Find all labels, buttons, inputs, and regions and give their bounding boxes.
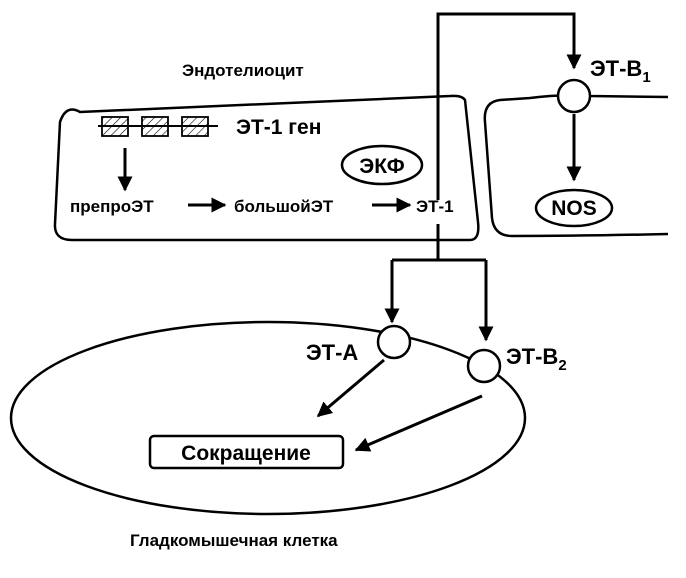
nos-oval (534, 188, 614, 228)
exon-box-2 (141, 116, 169, 137)
exon-box-3 (181, 116, 209, 137)
prepro-label: препроЭТ (70, 197, 154, 216)
gene-label: ЭТ-1 ген (236, 116, 321, 139)
receptor-etb1-circle (556, 78, 592, 114)
line-et1-to-etb1 (436, 12, 582, 200)
contraction-box (148, 434, 345, 470)
receptor-eta-label: ЭТ-А (306, 340, 358, 365)
pathway-arrows (117, 12, 582, 452)
receptor-etb1-label: ЭТ-В1 (590, 56, 651, 86)
gene-schematic (98, 116, 218, 137)
receptor-etb2-circle (466, 348, 502, 384)
neighbor-cell-outline (483, 94, 669, 238)
endothelial-cell-outline (53, 94, 480, 242)
arrow-eta-to-contraction (316, 358, 385, 418)
big-et-label: большойЭТ (234, 197, 334, 216)
ekf-oval (340, 144, 424, 186)
receptor-etb2-label: ЭТ-В2 (506, 344, 567, 374)
contraction-label: Сокращение (181, 442, 311, 465)
smooth-muscle-cell-outline (9, 320, 527, 516)
receptor-eta-circle (376, 324, 412, 360)
smooth-muscle-cell-label: Гладкомышечная клетка (130, 531, 338, 550)
et1-label: ЭТ-1 (416, 197, 454, 216)
nos-label: NOS (551, 197, 597, 220)
exon-box-1 (101, 116, 129, 137)
endothelial-cell-label: Эндотелиоцит (182, 61, 304, 80)
arrow-etb2-to-contraction (354, 394, 483, 452)
ekf-label: ЭКФ (359, 155, 404, 178)
